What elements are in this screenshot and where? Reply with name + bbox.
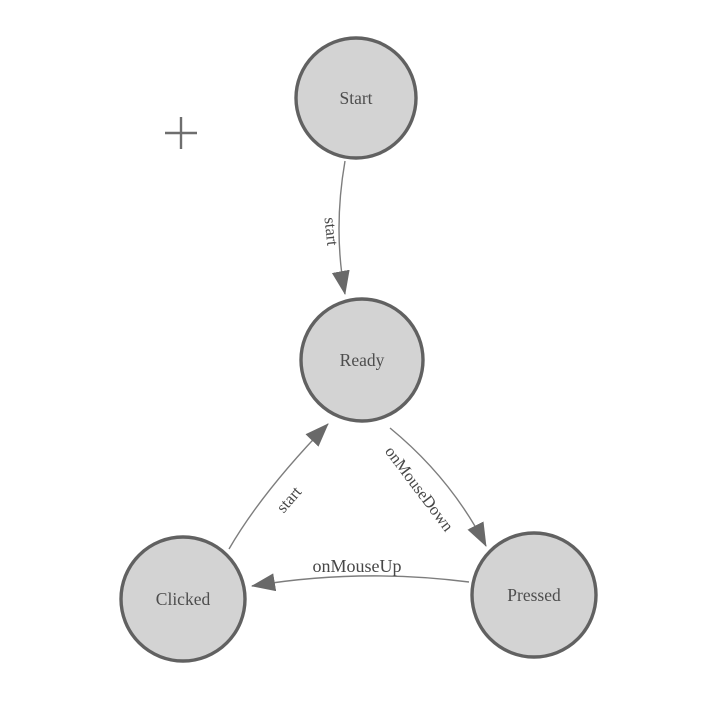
node-pressed-label: Pressed (507, 585, 561, 605)
edge-label-start-2: start (272, 482, 305, 516)
crosshair-plus-icon (165, 117, 197, 149)
node-clicked[interactable]: Clicked (119, 535, 247, 663)
node-clicked-circle[interactable] (119, 535, 247, 663)
edge-label-onmousedown: onMouseDown (381, 442, 457, 535)
edge-ready-to-pressed-line[interactable] (389, 427, 487, 547)
node-start-label: Start (339, 88, 372, 108)
node-ready-circle[interactable] (299, 297, 425, 423)
edge-clicked-to-ready[interactable]: start (228, 423, 329, 550)
node-pressed[interactable]: Pressed (470, 531, 598, 659)
edge-start-to-ready-line[interactable] (331, 160, 350, 295)
node-start-circle[interactable] (294, 36, 418, 160)
edge-pressed-to-clicked-line[interactable] (251, 573, 470, 592)
edge-ready-to-pressed[interactable]: onMouseDown (381, 427, 487, 547)
edge-start-to-ready[interactable]: start (321, 160, 350, 295)
edge-clicked-to-ready-line[interactable] (228, 423, 329, 550)
edge-label-onmouseup: onMouseUp (313, 556, 402, 576)
edge-pressed-to-clicked[interactable]: onMouseUp (251, 556, 470, 592)
node-ready[interactable]: Ready (299, 297, 425, 423)
node-clicked-label: Clicked (156, 589, 211, 609)
edge-label-start-1: start (321, 216, 343, 247)
node-start[interactable]: Start (294, 36, 418, 160)
node-pressed-circle[interactable] (470, 531, 598, 659)
node-ready-label: Ready (340, 350, 385, 370)
